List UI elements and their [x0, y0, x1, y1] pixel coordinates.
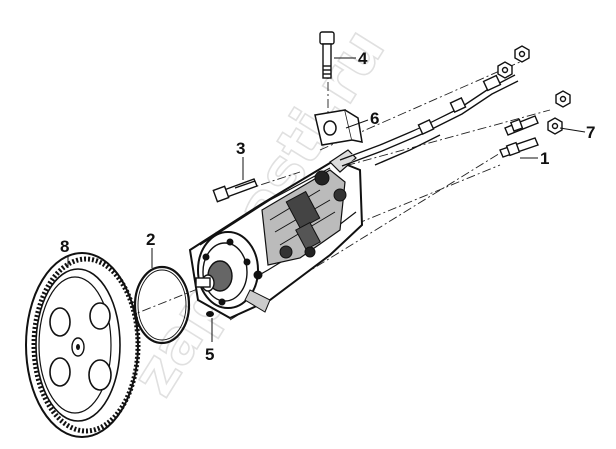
callout-1: 1 — [540, 149, 549, 168]
bolt-icon — [212, 178, 258, 203]
drive-gear-icon — [25, 252, 141, 438]
callout-7: 7 — [586, 123, 595, 142]
callout-5: 5 — [205, 345, 214, 364]
callout-6: 6 — [370, 109, 379, 128]
callout-4: 4 — [358, 49, 368, 68]
callout-8: 8 — [60, 237, 69, 256]
injector-line-icon — [339, 74, 519, 167]
o-ring-icon — [133, 265, 191, 345]
callout-2: 2 — [146, 230, 155, 249]
fitting-stud-icon — [499, 115, 539, 158]
long-bolt-icon — [319, 31, 335, 79]
bracket-icon — [314, 109, 363, 146]
leader-lines — [67, 57, 586, 342]
fuel-injection-pump-icon — [188, 149, 364, 320]
nut-icon — [497, 45, 571, 135]
key-pin-icon — [206, 311, 214, 317]
callout-3: 3 — [236, 139, 245, 158]
